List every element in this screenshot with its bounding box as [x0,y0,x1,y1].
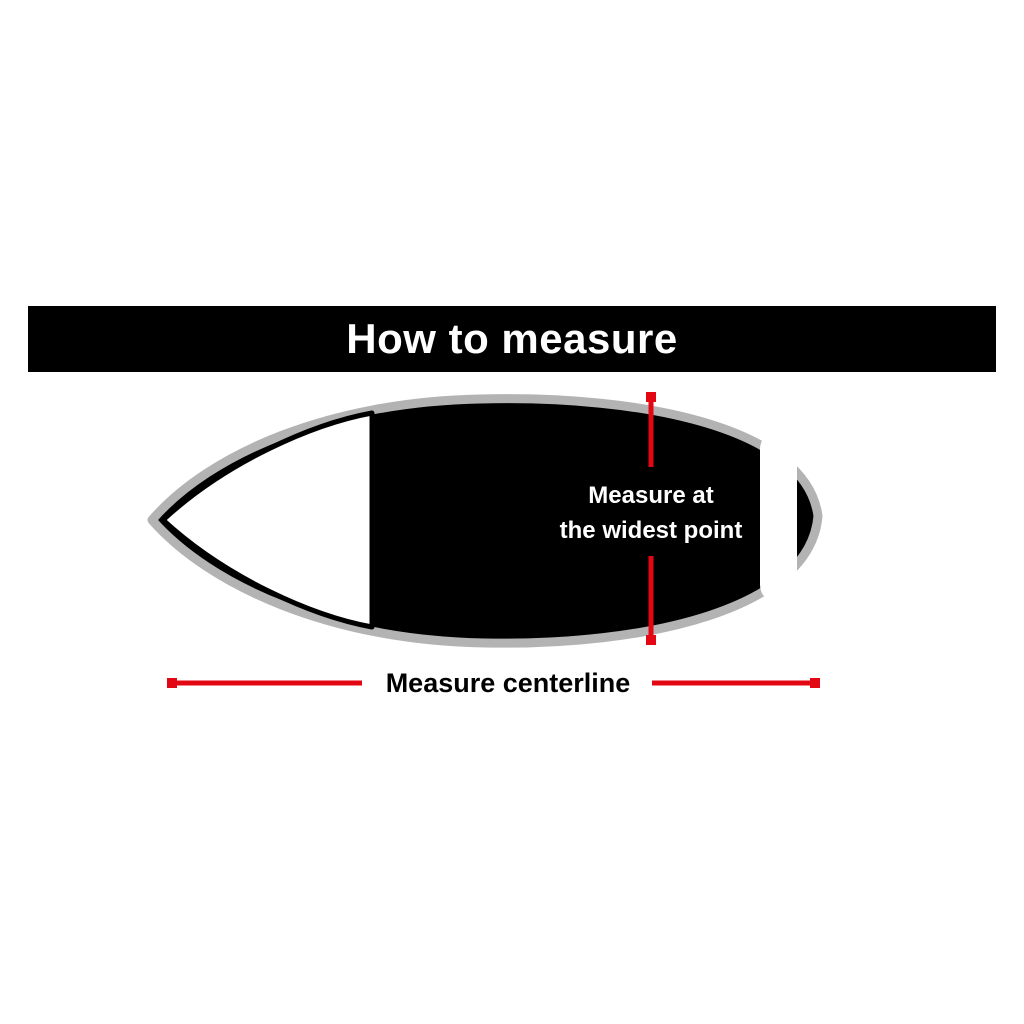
widest-point-label-line2: the widest point [560,517,743,544]
centerline-label: Measure centerline [386,668,631,698]
boat-nose-shape [160,410,375,630]
width-measure-endpoint-top [646,392,656,402]
width-measure-endpoint-bottom [646,635,656,645]
page-title: How to measure [346,315,678,362]
widest-point-label-line1: Measure at [588,482,713,509]
centerline-endpoint-right [810,678,820,688]
centerline-endpoint-left [167,678,177,688]
handle-slot [760,431,797,603]
header-bar: How to measure [28,306,996,372]
